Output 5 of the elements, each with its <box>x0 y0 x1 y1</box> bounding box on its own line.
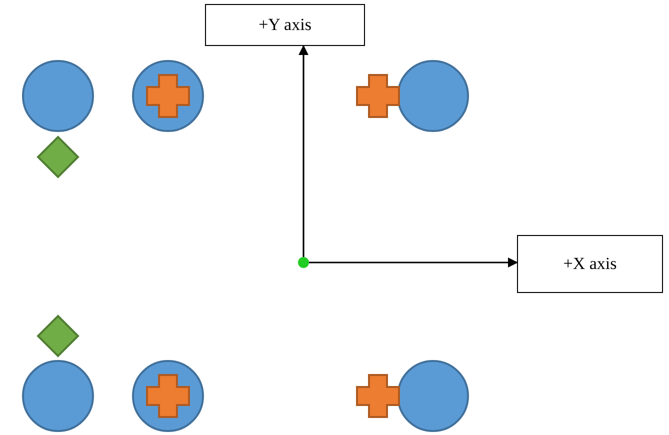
arrow <box>309 258 518 268</box>
axis-label: +X axis <box>563 254 617 274</box>
arrow <box>298 45 308 257</box>
origin-point <box>298 257 309 268</box>
axis-label: +Y axis <box>258 15 312 35</box>
